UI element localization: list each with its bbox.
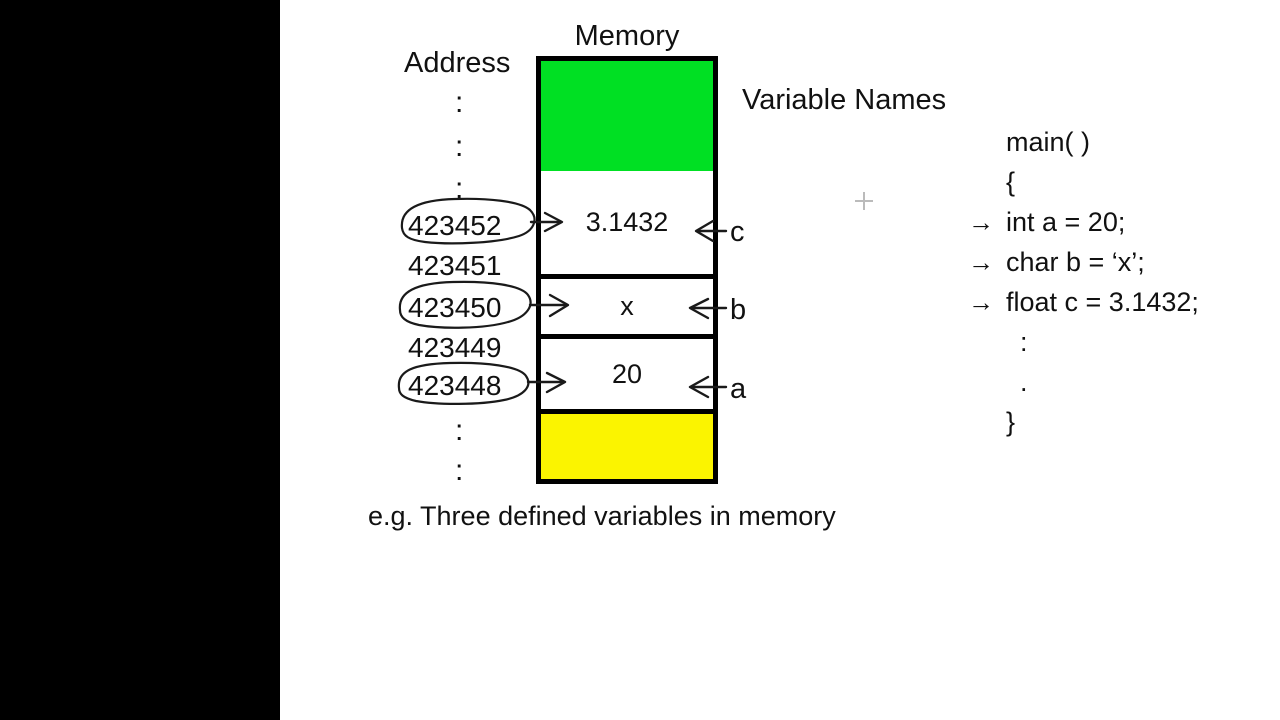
address-column-title: Address: [404, 47, 511, 79]
code-line-char-b: → char b = ‘x’;: [968, 242, 1199, 282]
code-arrow-icon-4: →: [968, 286, 994, 317]
variable-label-b: b: [730, 294, 747, 326]
address-423448: 423448: [408, 370, 502, 401]
code-line-int-a: → int a = 20;: [968, 202, 1199, 242]
letterbox-bar-left: [0, 0, 280, 720]
code-line-float-c: → float c = 3.1432;: [968, 282, 1199, 322]
memory-cell-float-c: 3.1432: [541, 171, 713, 279]
memory-cell-upper-unused: [541, 61, 713, 171]
code-text-0: main( ): [1006, 126, 1091, 157]
address-ellipsis-below-1: :: [455, 414, 464, 447]
crosshair-cursor-icon: [855, 192, 873, 210]
variable-label-a: a: [730, 373, 747, 405]
code-text-2: int a = 20;: [1006, 206, 1126, 237]
memory-cell-lower-unused: [541, 409, 713, 479]
memory-block: 3.1432 x 20: [536, 56, 718, 484]
code-line-open-brace: {: [968, 162, 1199, 202]
code-text-5: :: [1020, 326, 1028, 357]
address-ellipsis-above-3: :: [455, 172, 464, 205]
code-text-7: }: [1006, 406, 1016, 437]
code-text-4: float c = 3.1432;: [1006, 286, 1199, 317]
code-line-close-brace: }: [968, 402, 1199, 442]
address-423450: 423450: [408, 292, 502, 323]
variable-names-title: Variable Names: [742, 84, 947, 116]
address-ellipsis-above-2: :: [455, 130, 464, 163]
address-423451: 423451: [408, 250, 502, 281]
address-ellipsis-above-1: :: [455, 86, 464, 119]
code-line-ellipsis-1: :: [968, 322, 1199, 362]
code-text-6: .: [1020, 366, 1028, 397]
code-block: main( ) { → int a = 20; → char b = ‘x’; …: [968, 122, 1199, 442]
code-line-ellipsis-2: .: [968, 362, 1199, 402]
address-423452: 423452: [408, 210, 502, 241]
address-423449: 423449: [408, 332, 502, 363]
variable-label-c: c: [730, 216, 745, 248]
code-line-main: main( ): [968, 122, 1199, 162]
code-text-1: {: [1006, 166, 1016, 197]
code-text-3: char b = ‘x’;: [1006, 246, 1145, 277]
address-ellipsis-below-2: :: [455, 454, 464, 487]
diagram-caption: e.g. Three defined variables in memory: [368, 501, 836, 531]
memory-cell-int-a: 20: [541, 339, 713, 409]
code-arrow-icon-2: →: [968, 206, 994, 237]
memory-title: Memory: [574, 20, 680, 52]
memory-cell-char-b: x: [541, 279, 713, 339]
code-arrow-icon-3: →: [968, 246, 994, 277]
